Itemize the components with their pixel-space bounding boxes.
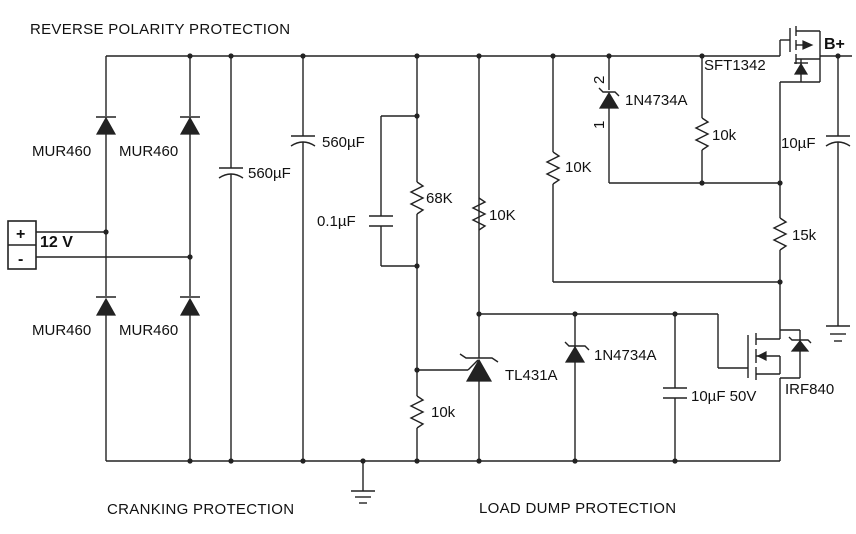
capacitor-c3-label: 0.1µF [317, 213, 356, 230]
zener-top-pin1: 1 [591, 121, 608, 129]
tl431-regulator: TL431A [417, 56, 558, 461]
diode-d4-label: MUR460 [119, 322, 178, 339]
bridge-diode-d4: MUR460 [119, 296, 201, 461]
resistor-10k-upper: 10K [545, 56, 780, 283]
cranking-protection-title: CRANKING PROTECTION [107, 501, 294, 518]
bridge-diode-d1: MUR460 [32, 56, 117, 296]
zener-top-label: 1N4734A [625, 92, 688, 109]
resistor-10k-mid-label: 10K [489, 207, 516, 224]
resistor-10k-zener: 10k [694, 56, 737, 183]
load-dump-protection-title: LOAD DUMP PROTECTION [479, 500, 676, 517]
resistor-10k-bottom: 10k [409, 370, 456, 461]
capacitor-c5: 10µF [781, 135, 851, 326]
output-terminal: B+ [824, 36, 845, 136]
capacitor-c4: 10µF 50V [663, 314, 756, 461]
zener-bottom: 1N4734A [564, 314, 657, 461]
battery-minus: - [18, 251, 23, 268]
capacitor-c4-label: 10µF 50V [691, 388, 756, 405]
capacitor-c2: 560µF [290, 56, 365, 461]
battery-voltage: 12 V [40, 234, 73, 251]
battery: + - 12 V [7, 220, 190, 270]
mosfet-irf840: IRF840 [717, 282, 834, 461]
resistor-10k-upper-label: 10K [565, 159, 592, 176]
mosfet-irf840-label: IRF840 [785, 381, 834, 398]
ground-symbol-output [826, 325, 850, 342]
output-label: B+ [824, 36, 845, 53]
diode-d3-label: MUR460 [32, 322, 91, 339]
capacitor-c2-label: 560µF [322, 134, 365, 151]
capacitor-c3: 0.1µF [317, 115, 417, 267]
zener-top: 1N4734A 2 1 [591, 56, 780, 184]
capacitor-c5-label: 10µF [781, 135, 816, 152]
battery-plus: + [16, 226, 25, 243]
resistor-68k-label: 68K [426, 190, 453, 207]
zener-top-pin2: 2 [591, 76, 608, 84]
resistor-10k-bottom-label: 10k [431, 404, 456, 421]
diode-d2-label: MUR460 [119, 143, 178, 160]
bridge-diode-d3: MUR460 [32, 296, 117, 461]
resistor-15k-label: 15k [792, 227, 817, 244]
capacitor-c1: 560µF [218, 56, 291, 461]
bridge-diode-d2: MUR460 [119, 56, 201, 296]
junction-dots [103, 53, 841, 464]
zener-bottom-label: 1N4734A [594, 347, 657, 364]
reverse-polarity-title: REVERSE POLARITY PROTECTION [30, 21, 290, 38]
resistor-10k-mid: 10K [471, 197, 516, 231]
mosfet-sft1342-label: SFT1342 [704, 57, 766, 74]
resistor-68k: 68K [409, 56, 453, 370]
resistor-10k-zener-label: 10k [712, 127, 737, 144]
capacitor-c1-label: 560µF [248, 165, 291, 182]
tl431-label: TL431A [505, 367, 558, 384]
ground-symbol-main [351, 461, 375, 504]
resistor-15k: 15k [772, 183, 817, 282]
mosfet-sft1342: SFT1342 [704, 26, 821, 183]
diode-d1-label: MUR460 [32, 143, 91, 160]
